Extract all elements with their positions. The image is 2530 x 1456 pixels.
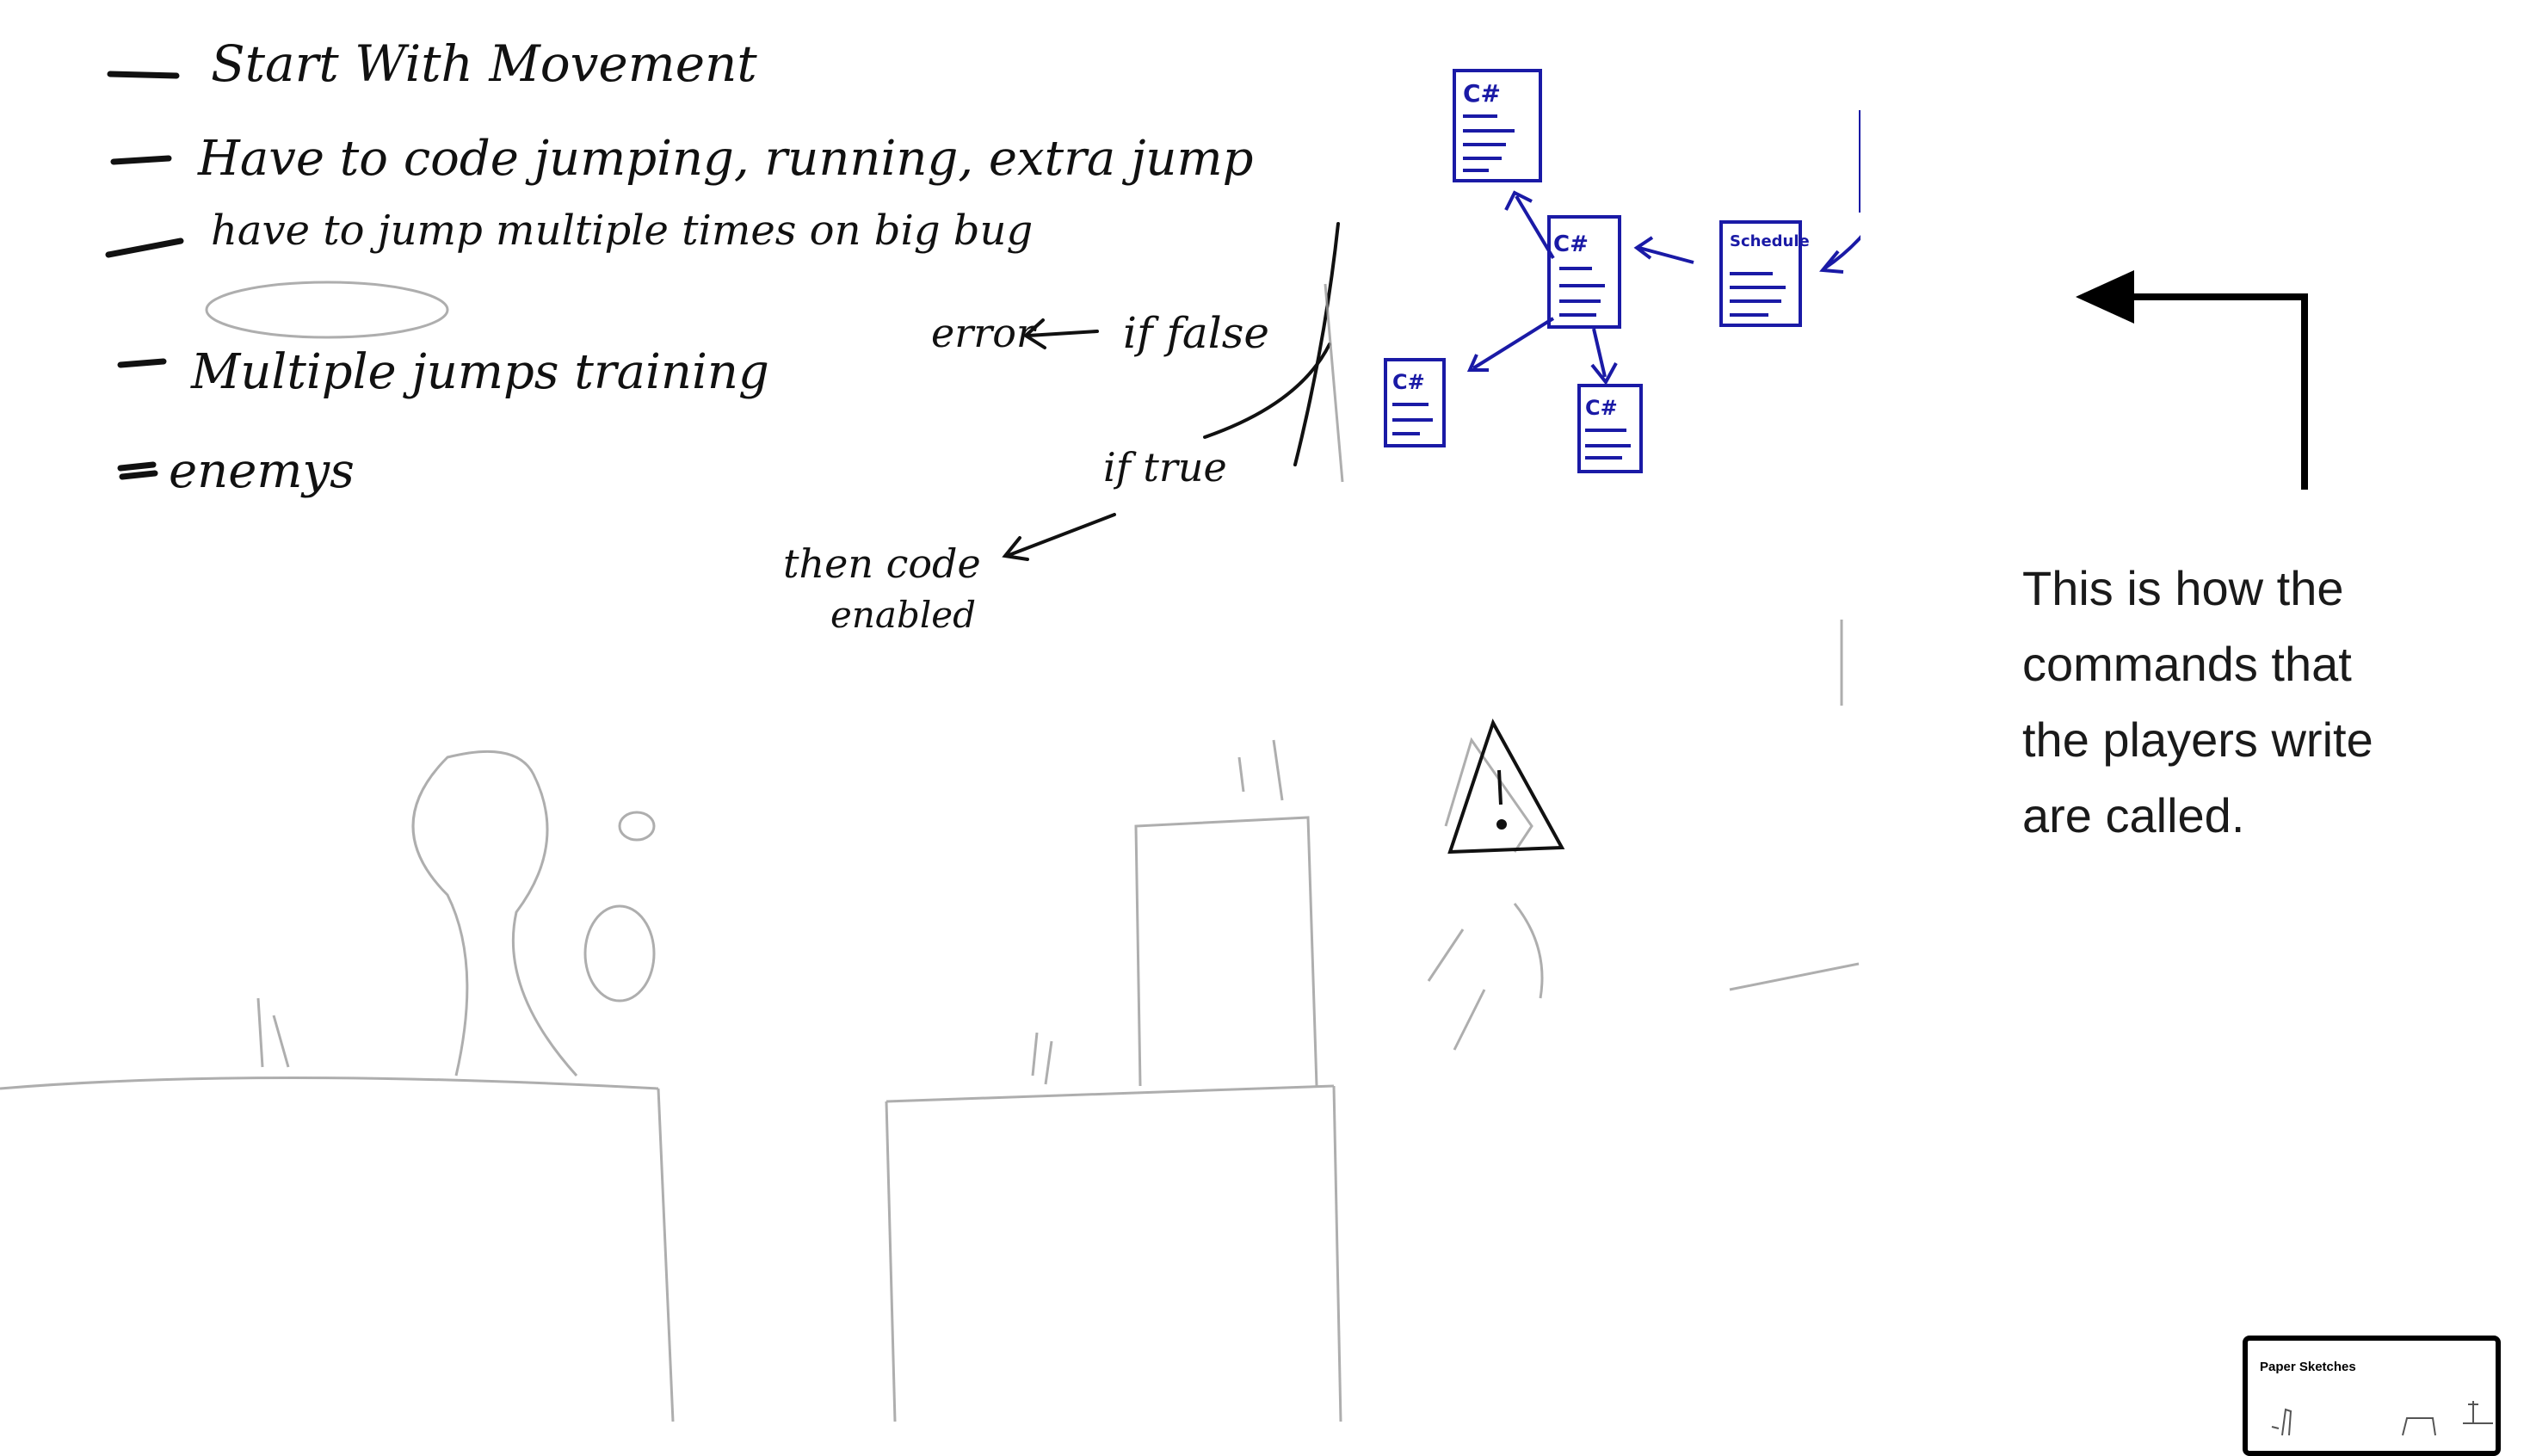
note-jump-big-bug: have to jump multiple times on big bug [211, 207, 1034, 255]
code-doc-label: C# [1553, 231, 1589, 257]
code-doc-label: C# [1392, 370, 1425, 394]
caption-line: commands that [2022, 637, 2352, 691]
code-file-icon [1577, 384, 1643, 473]
thumbnail-title: Paper Sketches [2260, 1360, 2356, 1374]
code-doc-label: C# [1585, 396, 1618, 420]
pointer-arrow [2076, 270, 2308, 490]
pencil-drawing [0, 71, 1860, 1422]
diagram-caption: This is how the commands that the player… [2022, 551, 2470, 854]
caption-line: the players write [2022, 713, 2373, 767]
code-doc-label: C# [1463, 79, 1501, 108]
paper-sketch-image: Start With Movement Have to code jumping… [0, 34, 1860, 1422]
note-multiple-jumps: Multiple jumps training [191, 344, 769, 400]
flow-enabled-label: enabled [830, 594, 977, 636]
script-call-diagram: C# C# C# C# Schedule [1384, 69, 1860, 473]
code-file-icon [1547, 215, 1621, 329]
flow-then-code-label: then code [783, 540, 981, 587]
code-file-icon [1453, 69, 1542, 182]
caption-line: are called. [2022, 788, 2245, 842]
flow-if-true-label: if true [1103, 444, 1227, 490]
code-file-icon [1384, 358, 1446, 447]
paper-sketches-thumbnail[interactable]: Paper Sketches [2243, 1336, 2501, 1456]
thumbnail-sketch-preview [2271, 1401, 2493, 1436]
note-code-jumping: Have to code jumping, running, extra jum… [198, 131, 1254, 187]
schedule-file-icon [1719, 220, 1802, 327]
flow-if-false-label: if false [1123, 308, 1269, 358]
caption-line: This is how the [2022, 561, 2344, 615]
note-enemys: enemys [169, 443, 355, 499]
note-start-with-movement: Start With Movement [211, 34, 757, 93]
schedule-doc-label: Schedule [1730, 232, 1810, 250]
flow-error-label: error [931, 310, 1035, 356]
